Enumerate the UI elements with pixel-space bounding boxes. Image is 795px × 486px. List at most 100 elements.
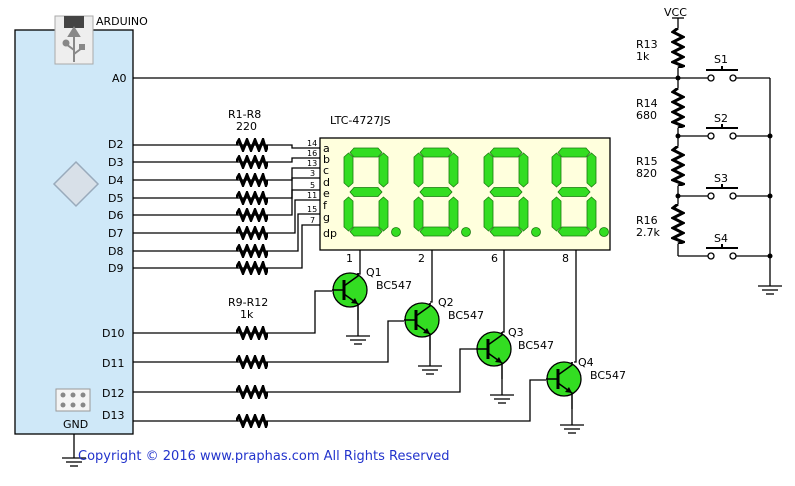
segment-dp bbox=[391, 227, 401, 237]
transistor-q2 bbox=[404, 302, 442, 375]
pin-d12: D12 bbox=[102, 387, 124, 400]
arduino-gnd-label: GND bbox=[63, 418, 88, 431]
svg-text:dp: dp bbox=[323, 227, 337, 240]
digit-4 bbox=[551, 147, 609, 237]
s2-label: S2 bbox=[714, 112, 728, 125]
r16-value: 2.7k bbox=[636, 226, 660, 239]
segment-b bbox=[586, 152, 597, 188]
svg-text:8: 8 bbox=[562, 252, 569, 265]
switch-s4 bbox=[706, 244, 738, 260]
segment-dp bbox=[461, 227, 471, 237]
vcc-label: VCC bbox=[664, 6, 687, 19]
segment-c bbox=[448, 196, 459, 232]
pin-a0: A0 bbox=[112, 72, 127, 85]
pin-d2: D2 bbox=[108, 138, 123, 151]
resistors-r9-r12 bbox=[236, 326, 268, 428]
segment-c bbox=[586, 196, 597, 232]
board-ground bbox=[62, 434, 86, 467]
svg-text:13: 13 bbox=[307, 159, 317, 168]
svg-text:11: 11 bbox=[307, 191, 317, 200]
r13-name: R13 bbox=[636, 38, 658, 51]
segment-dp bbox=[531, 227, 541, 237]
segment-d bbox=[419, 226, 453, 237]
switch-s3 bbox=[706, 184, 738, 200]
segment-dp bbox=[599, 227, 609, 237]
segment-pin-numbers: 14 16 13 3 5 11 15 7 bbox=[307, 139, 317, 225]
q2-name: Q2 bbox=[438, 296, 454, 309]
svg-text:15: 15 bbox=[307, 205, 317, 214]
segment-e bbox=[551, 196, 562, 232]
q4-type: BC547 bbox=[590, 369, 626, 382]
s4-label: S4 bbox=[714, 232, 728, 245]
switch-s1 bbox=[706, 66, 738, 82]
pin-d13: D13 bbox=[102, 409, 124, 422]
segment-d bbox=[557, 226, 591, 237]
switch-s2 bbox=[706, 124, 738, 140]
segment-wires bbox=[133, 144, 322, 269]
s1-label: S1 bbox=[714, 53, 728, 66]
chip-icon bbox=[52, 160, 100, 208]
segment-e bbox=[483, 196, 494, 232]
r14-name: R14 bbox=[636, 97, 658, 110]
q1-name: Q1 bbox=[366, 266, 382, 279]
pin-d7: D7 bbox=[108, 227, 123, 240]
segment-a bbox=[557, 147, 591, 158]
svg-text:3: 3 bbox=[310, 169, 315, 178]
digit-3 bbox=[483, 147, 541, 237]
arduino-board: ARDUINO GND A0 D2 D3 D4 D5 D6 D7 D8 D9 D… bbox=[14, 15, 148, 435]
s3-label: S3 bbox=[714, 172, 728, 185]
segment-d bbox=[489, 226, 523, 237]
svg-text:1: 1 bbox=[346, 252, 353, 265]
digit-pins: 1 2 6 8 bbox=[346, 252, 569, 265]
seven-segment-display: a b c d e f g dp bbox=[319, 137, 611, 251]
resistors-r1-r8 bbox=[236, 138, 268, 275]
pin-d5: D5 bbox=[108, 192, 123, 205]
transistor-q4 bbox=[546, 361, 584, 434]
r13-value: 1k bbox=[636, 50, 650, 63]
segment-e bbox=[343, 196, 354, 232]
svg-text:14: 14 bbox=[307, 139, 317, 148]
pin-d10: D10 bbox=[102, 327, 124, 340]
segment-g bbox=[419, 187, 453, 197]
r15-value: 820 bbox=[636, 167, 657, 180]
display-part-number: LTC-4727JS bbox=[330, 114, 391, 127]
svg-text:e: e bbox=[323, 187, 330, 200]
r15-name: R15 bbox=[636, 155, 658, 168]
button-ladder: VCC R13 bbox=[636, 6, 782, 295]
segment-a bbox=[419, 147, 453, 158]
svg-text:f: f bbox=[323, 199, 328, 212]
r14-value: 680 bbox=[636, 109, 657, 122]
q3-name: Q3 bbox=[508, 326, 524, 339]
svg-text:2: 2 bbox=[418, 252, 425, 265]
svg-text:7: 7 bbox=[310, 216, 315, 225]
q2-type: BC547 bbox=[448, 309, 484, 322]
segment-f bbox=[483, 152, 494, 188]
svg-text:6: 6 bbox=[491, 252, 498, 265]
r9-r12-name: R9-R12 bbox=[228, 296, 268, 309]
svg-text:5: 5 bbox=[310, 181, 315, 190]
pin-d8: D8 bbox=[108, 245, 123, 258]
pin-d3: D3 bbox=[108, 156, 123, 169]
segment-g bbox=[349, 187, 383, 197]
segment-e bbox=[413, 196, 424, 232]
transistor-labels: Q1 BC547 Q2 BC547 Q3 BC547 Q4 BC547 bbox=[366, 266, 626, 382]
segment-b bbox=[518, 152, 529, 188]
pin-d4: D4 bbox=[108, 174, 123, 187]
digit-2 bbox=[413, 147, 471, 237]
segment-c bbox=[518, 196, 529, 232]
r9-r12-value: 1k bbox=[240, 308, 254, 321]
digit-1 bbox=[343, 147, 401, 237]
r16-name: R16 bbox=[636, 214, 658, 227]
r1-r8-value: 220 bbox=[236, 120, 257, 133]
segment-d bbox=[349, 226, 383, 237]
r1-r8-name: R1-R8 bbox=[228, 108, 261, 121]
transistors bbox=[332, 272, 584, 434]
segment-f bbox=[551, 152, 562, 188]
copyright-notice: Copyright © 2016 www.praphas.com All Rig… bbox=[78, 449, 450, 464]
segment-g bbox=[489, 187, 523, 197]
svg-text:c: c bbox=[323, 164, 329, 177]
q4-name: Q4 bbox=[578, 356, 594, 369]
svg-text:b: b bbox=[323, 153, 330, 166]
transistor-q3 bbox=[476, 331, 514, 404]
